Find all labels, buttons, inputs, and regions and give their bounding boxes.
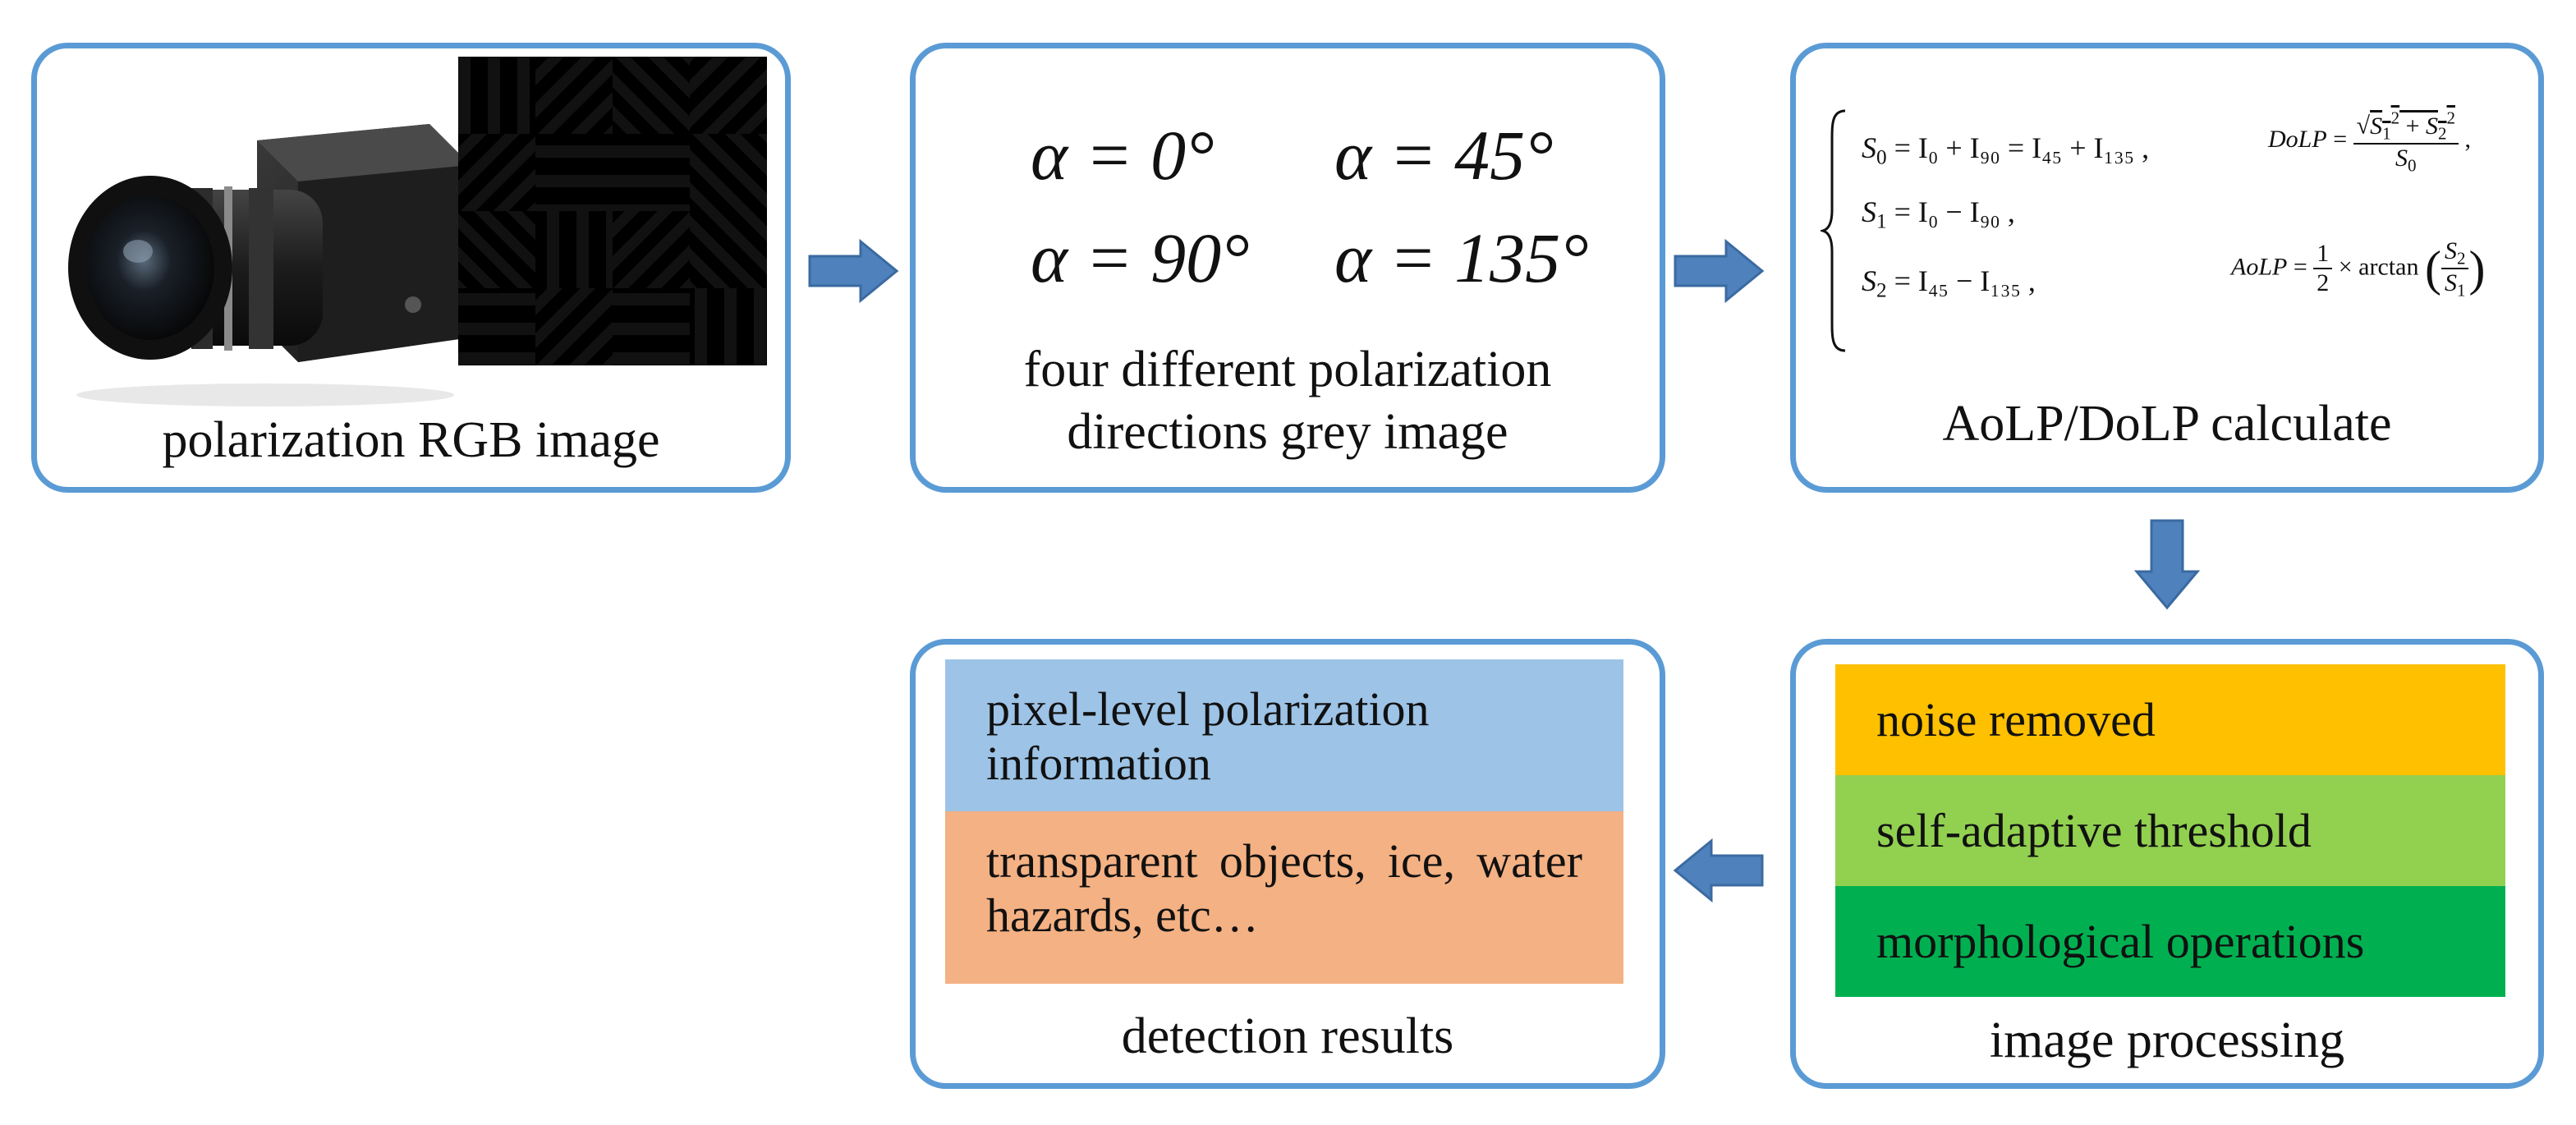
- eq-s0: S0 = I₀ + I₉₀ = I₄₅ + I₁₃₅ ,: [1862, 131, 2150, 169]
- eq-s1: S1 = I₀ − I₉₀ ,: [1862, 195, 2015, 233]
- result-pixel-level-info: pixel-level polarization information: [945, 659, 1623, 811]
- grey-image-caption-line2: directions grey image: [1067, 404, 1508, 460]
- grey-image-caption-line1: four different polarization: [1023, 342, 1552, 397]
- angle-90: α = 90°: [1031, 218, 1250, 297]
- rgb-image-caption: polarization RGB image: [162, 412, 660, 468]
- arrow-right-1: [808, 238, 899, 304]
- step-noise-removed: noise removed: [1835, 664, 2505, 775]
- node-processing: noise removed self-adaptive threshold mo…: [1790, 639, 2544, 1089]
- eq-s0-rhs: = I₀ + I₉₀ = I₄₅ + I₁₃₅ ,: [1894, 131, 2150, 164]
- step-self-adaptive-threshold: self-adaptive threshold: [1835, 775, 2505, 886]
- calculate-caption: AoLP/DoLP calculate: [1942, 396, 2392, 452]
- dolp-label: DoLP: [2268, 126, 2327, 154]
- node-grey-image: α = 0° α = 45° α = 90° α = 135° four dif…: [910, 43, 1665, 493]
- arrow-down: [2133, 519, 2201, 610]
- node-rgb-image: polarization RGB image: [31, 43, 791, 493]
- angle-45: α = 45°: [1334, 116, 1554, 195]
- step-morphological-operations: morphological operations: [1835, 886, 2505, 997]
- eq-s1-rhs: = I₀ − I₉₀ ,: [1894, 195, 2015, 228]
- node-results: pixel-level polarization information tra…: [910, 639, 1665, 1089]
- angle-135: α = 135°: [1334, 218, 1589, 297]
- brace: [1821, 109, 1846, 352]
- eq-s2-rhs: = I₄₅ − I₁₃₅ ,: [1894, 264, 2036, 297]
- angle-0: α = 0°: [1031, 116, 1215, 195]
- node-calculate: S0 = I₀ + I₉₀ = I₄₅ + I₁₃₅ , S1 = I₀ − I…: [1790, 43, 2544, 493]
- aolp-label: AoLP: [2231, 253, 2288, 281]
- aolp-fn: × arctan: [2338, 253, 2419, 281]
- processing-caption: image processing: [1989, 1013, 2345, 1068]
- camera-image: [60, 91, 471, 411]
- polarization-pattern: [458, 57, 767, 365]
- arrow-left: [1673, 838, 1764, 903]
- arrow-right-2: [1674, 238, 1765, 304]
- results-caption: detection results: [1121, 1008, 1454, 1064]
- eq-s2: S2 = I₄₅ − I₁₃₅ ,: [1862, 264, 2036, 302]
- result-transparent-objects: transparent objects, ice, water hazards,…: [945, 811, 1623, 984]
